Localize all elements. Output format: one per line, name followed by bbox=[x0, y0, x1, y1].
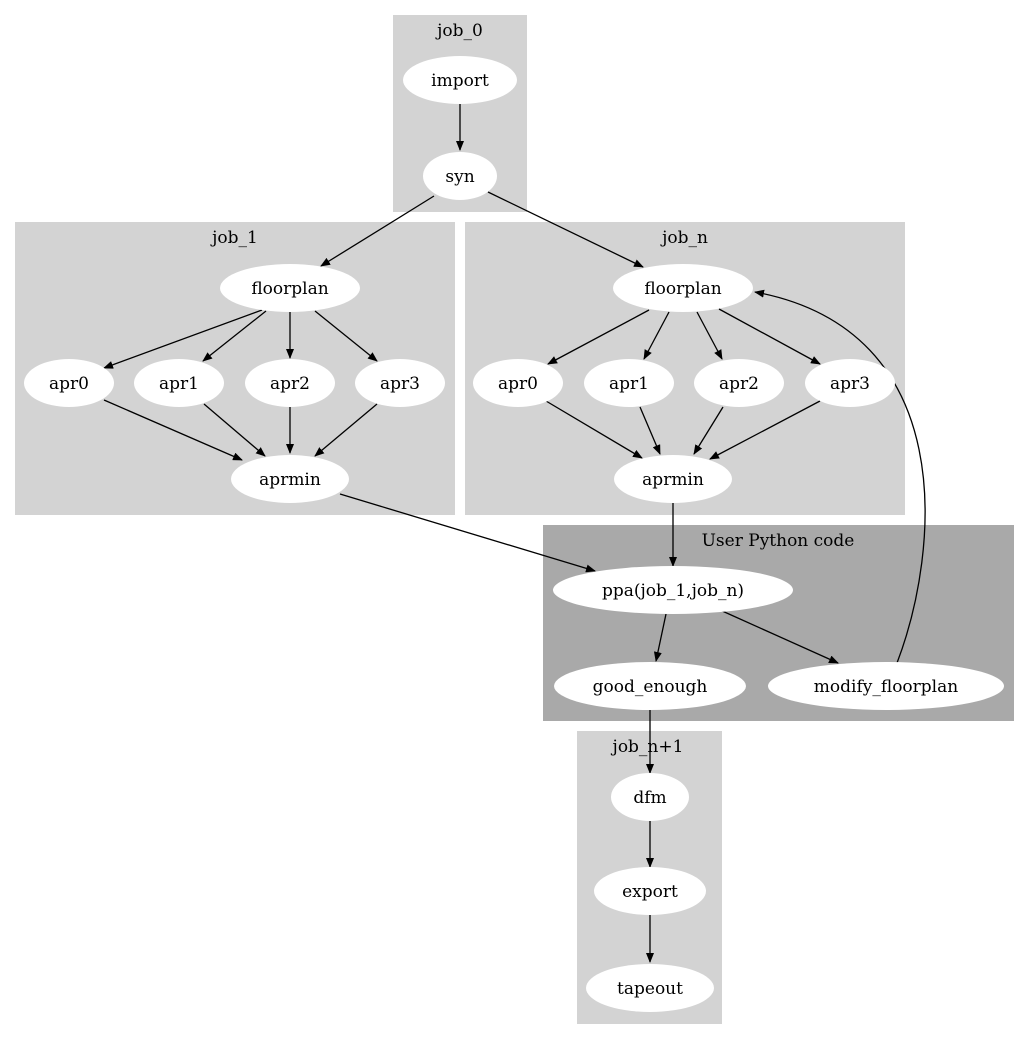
edge-ppa-modify-floorplan bbox=[719, 609, 839, 664]
node-job1-apr1[interactable]: apr1 bbox=[134, 359, 224, 407]
node-import-shape bbox=[403, 56, 517, 104]
node-job1-apr1-label: apr1 bbox=[159, 374, 199, 394]
node-job1-apr2[interactable]: apr2 bbox=[245, 359, 335, 407]
node-modify-floorplan-shape bbox=[768, 662, 1004, 710]
node-job1-aprmin[interactable]: aprmin bbox=[231, 455, 349, 503]
node-jobn-aprmin-shape bbox=[614, 455, 732, 503]
cluster-job-n-label: job_n bbox=[660, 228, 708, 248]
node-jobn-apr1-label: apr1 bbox=[609, 374, 649, 394]
node-syn[interactable]: syn bbox=[423, 152, 497, 200]
node-job1-apr2-label: apr2 bbox=[270, 374, 310, 394]
node-dfm-label: dfm bbox=[633, 788, 666, 808]
node-jobn-apr2[interactable]: apr2 bbox=[694, 359, 784, 407]
edge-job1-floorplan-apr0 bbox=[103, 309, 263, 369]
node-jobn-apr3-label: apr3 bbox=[830, 374, 870, 394]
edge-modify-floorplan-jobn-floorplan bbox=[754, 289, 926, 664]
node-jobn-floorplan-label: floorplan bbox=[644, 279, 721, 299]
node-export[interactable]: export bbox=[594, 867, 706, 915]
cluster-user-python-code-label: User Python code bbox=[702, 531, 855, 551]
node-job1-aprmin-label: aprmin bbox=[259, 470, 321, 490]
node-jobn-apr2-shape bbox=[694, 359, 784, 407]
edge-jobn-apr3-aprmin bbox=[709, 400, 821, 460]
node-job1-apr0-label: apr0 bbox=[49, 374, 89, 394]
edge-job1-apr0-aprmin bbox=[103, 399, 243, 461]
node-modify-floorplan[interactable]: modify_floorplan bbox=[768, 662, 1004, 710]
node-job1-apr3-label: apr3 bbox=[380, 374, 420, 394]
node-good-enough-shape bbox=[554, 662, 746, 710]
edge-jobn-floorplan-apr0 bbox=[547, 309, 650, 365]
node-dfm-shape bbox=[611, 773, 689, 821]
node-jobn-apr1[interactable]: apr1 bbox=[584, 359, 674, 407]
node-jobn-aprmin-label: aprmin bbox=[642, 470, 704, 490]
edges bbox=[103, 104, 926, 963]
edge-syn-job1-floorplan bbox=[320, 195, 435, 267]
edge-job1-floorplan-apr1 bbox=[202, 310, 267, 362]
node-jobn-apr0-shape bbox=[473, 359, 563, 407]
node-job1-apr3-shape bbox=[355, 359, 445, 407]
node-jobn-floorplan-shape bbox=[613, 264, 753, 312]
node-jobn-apr0[interactable]: apr0 bbox=[473, 359, 563, 407]
node-tapeout[interactable]: tapeout bbox=[586, 964, 714, 1012]
node-dfm[interactable]: dfm bbox=[611, 773, 689, 821]
edge-job1-apr3-aprmin bbox=[314, 403, 378, 457]
node-ppa[interactable]: ppa(job_1,job_n) bbox=[553, 566, 793, 614]
node-job1-floorplan-label: floorplan bbox=[251, 279, 328, 299]
node-jobn-floorplan[interactable]: floorplan bbox=[613, 264, 753, 312]
node-jobn-apr3-shape bbox=[805, 359, 895, 407]
nodes: import syn floorplan apr0 apr1 apr2 apr3 bbox=[24, 56, 1004, 1012]
edge-ppa-good-enough bbox=[653, 613, 667, 662]
node-import[interactable]: import bbox=[403, 56, 517, 104]
node-job1-aprmin-shape bbox=[231, 455, 349, 503]
node-tapeout-label: tapeout bbox=[617, 979, 683, 999]
edge-syn-jobn-floorplan bbox=[487, 191, 644, 268]
node-tapeout-shape bbox=[586, 964, 714, 1012]
node-good-enough-label: good_enough bbox=[593, 677, 708, 697]
edge-job1-apr1-aprmin bbox=[203, 403, 266, 457]
node-job1-floorplan-shape bbox=[220, 264, 360, 312]
node-modify-floorplan-label: modify_floorplan bbox=[814, 677, 958, 697]
edge-jobn-floorplan-apr2 bbox=[696, 311, 723, 360]
node-ppa-label: ppa(job_1,job_n) bbox=[602, 581, 744, 601]
node-ppa-shape bbox=[553, 566, 793, 614]
node-jobn-apr0-label: apr0 bbox=[498, 374, 538, 394]
edge-jobn-apr1-aprmin bbox=[639, 406, 661, 455]
cluster-job-n-plus-1-label: job_n+1 bbox=[611, 737, 684, 757]
node-job1-apr0-shape bbox=[24, 359, 114, 407]
node-jobn-apr1-shape bbox=[584, 359, 674, 407]
edge-jobn-floorplan-apr1 bbox=[643, 311, 670, 360]
cluster-job-0-label: job_0 bbox=[435, 21, 483, 41]
edge-job1-aprmin-ppa bbox=[339, 493, 596, 573]
node-good-enough[interactable]: good_enough bbox=[554, 662, 746, 710]
node-job1-apr2-shape bbox=[245, 359, 335, 407]
edge-job1-floorplan-apr3 bbox=[314, 310, 378, 362]
edge-jobn-apr2-aprmin bbox=[693, 406, 724, 455]
node-jobn-apr2-label: apr2 bbox=[719, 374, 759, 394]
node-syn-shape bbox=[423, 152, 497, 200]
node-job1-apr1-shape bbox=[134, 359, 224, 407]
node-export-shape bbox=[594, 867, 706, 915]
node-import-label: import bbox=[431, 71, 489, 91]
edge-jobn-floorplan-apr3 bbox=[718, 308, 821, 365]
node-syn-label: syn bbox=[445, 167, 474, 187]
node-jobn-apr3[interactable]: apr3 bbox=[805, 359, 895, 407]
node-job1-apr3[interactable]: apr3 bbox=[355, 359, 445, 407]
node-jobn-aprmin[interactable]: aprmin bbox=[614, 455, 732, 503]
node-job1-floorplan[interactable]: floorplan bbox=[220, 264, 360, 312]
edge-jobn-apr0-aprmin bbox=[545, 400, 643, 459]
node-export-label: export bbox=[622, 882, 678, 902]
node-job1-apr0[interactable]: apr0 bbox=[24, 359, 114, 407]
cluster-job-1-label: job_1 bbox=[210, 228, 258, 248]
